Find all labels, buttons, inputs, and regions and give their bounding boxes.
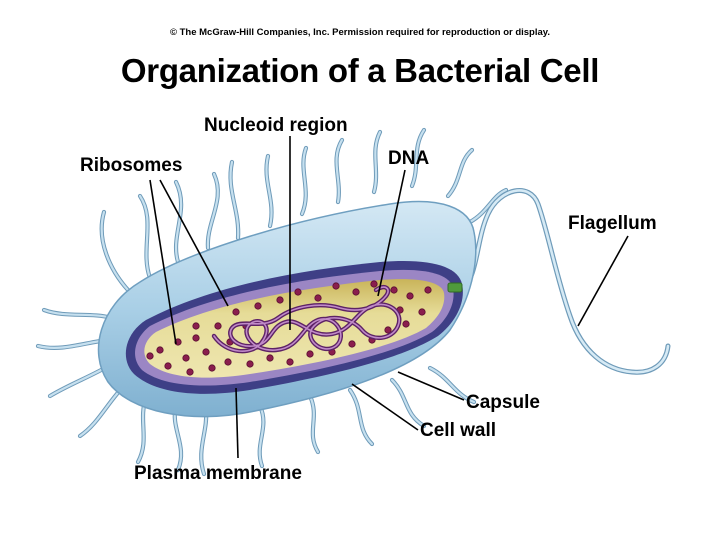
pili: [35, 127, 509, 477]
label-cell-wall: Cell wall: [420, 420, 497, 441]
leader-line-plasma-membrane: [235, 387, 239, 459]
page-title: Organization of a Bacterial Cell: [120, 52, 600, 89]
label-nucleoid-region: Nucleoid region: [204, 115, 348, 136]
label-capsule: Capsule: [466, 392, 540, 413]
leader-line-flagellum: [577, 235, 629, 327]
copyright-notice: © The McGraw-Hill Companies, Inc. Permis…: [169, 27, 551, 38]
leader-line-capsule: [397, 371, 465, 401]
leader-line-dna: [377, 169, 406, 297]
leader-line-ribosomes-a: [159, 179, 229, 307]
leader-line-cell-wall: [351, 383, 419, 431]
label-ribosomes: Ribosomes: [80, 155, 183, 176]
label-flagellum: Flagellum: [568, 213, 657, 234]
label-dna: DNA: [388, 148, 430, 169]
dna-strand: [211, 284, 402, 354]
leader-lines: [149, 136, 629, 459]
flagellum-hook: [447, 282, 463, 293]
ribosomes: [146, 280, 432, 376]
label-plasma-membrane: Plasma membrane: [134, 463, 302, 484]
leader-line-ribosomes-b: [149, 179, 177, 345]
cytoplasm: [144, 279, 445, 378]
flagellum: [459, 188, 671, 375]
